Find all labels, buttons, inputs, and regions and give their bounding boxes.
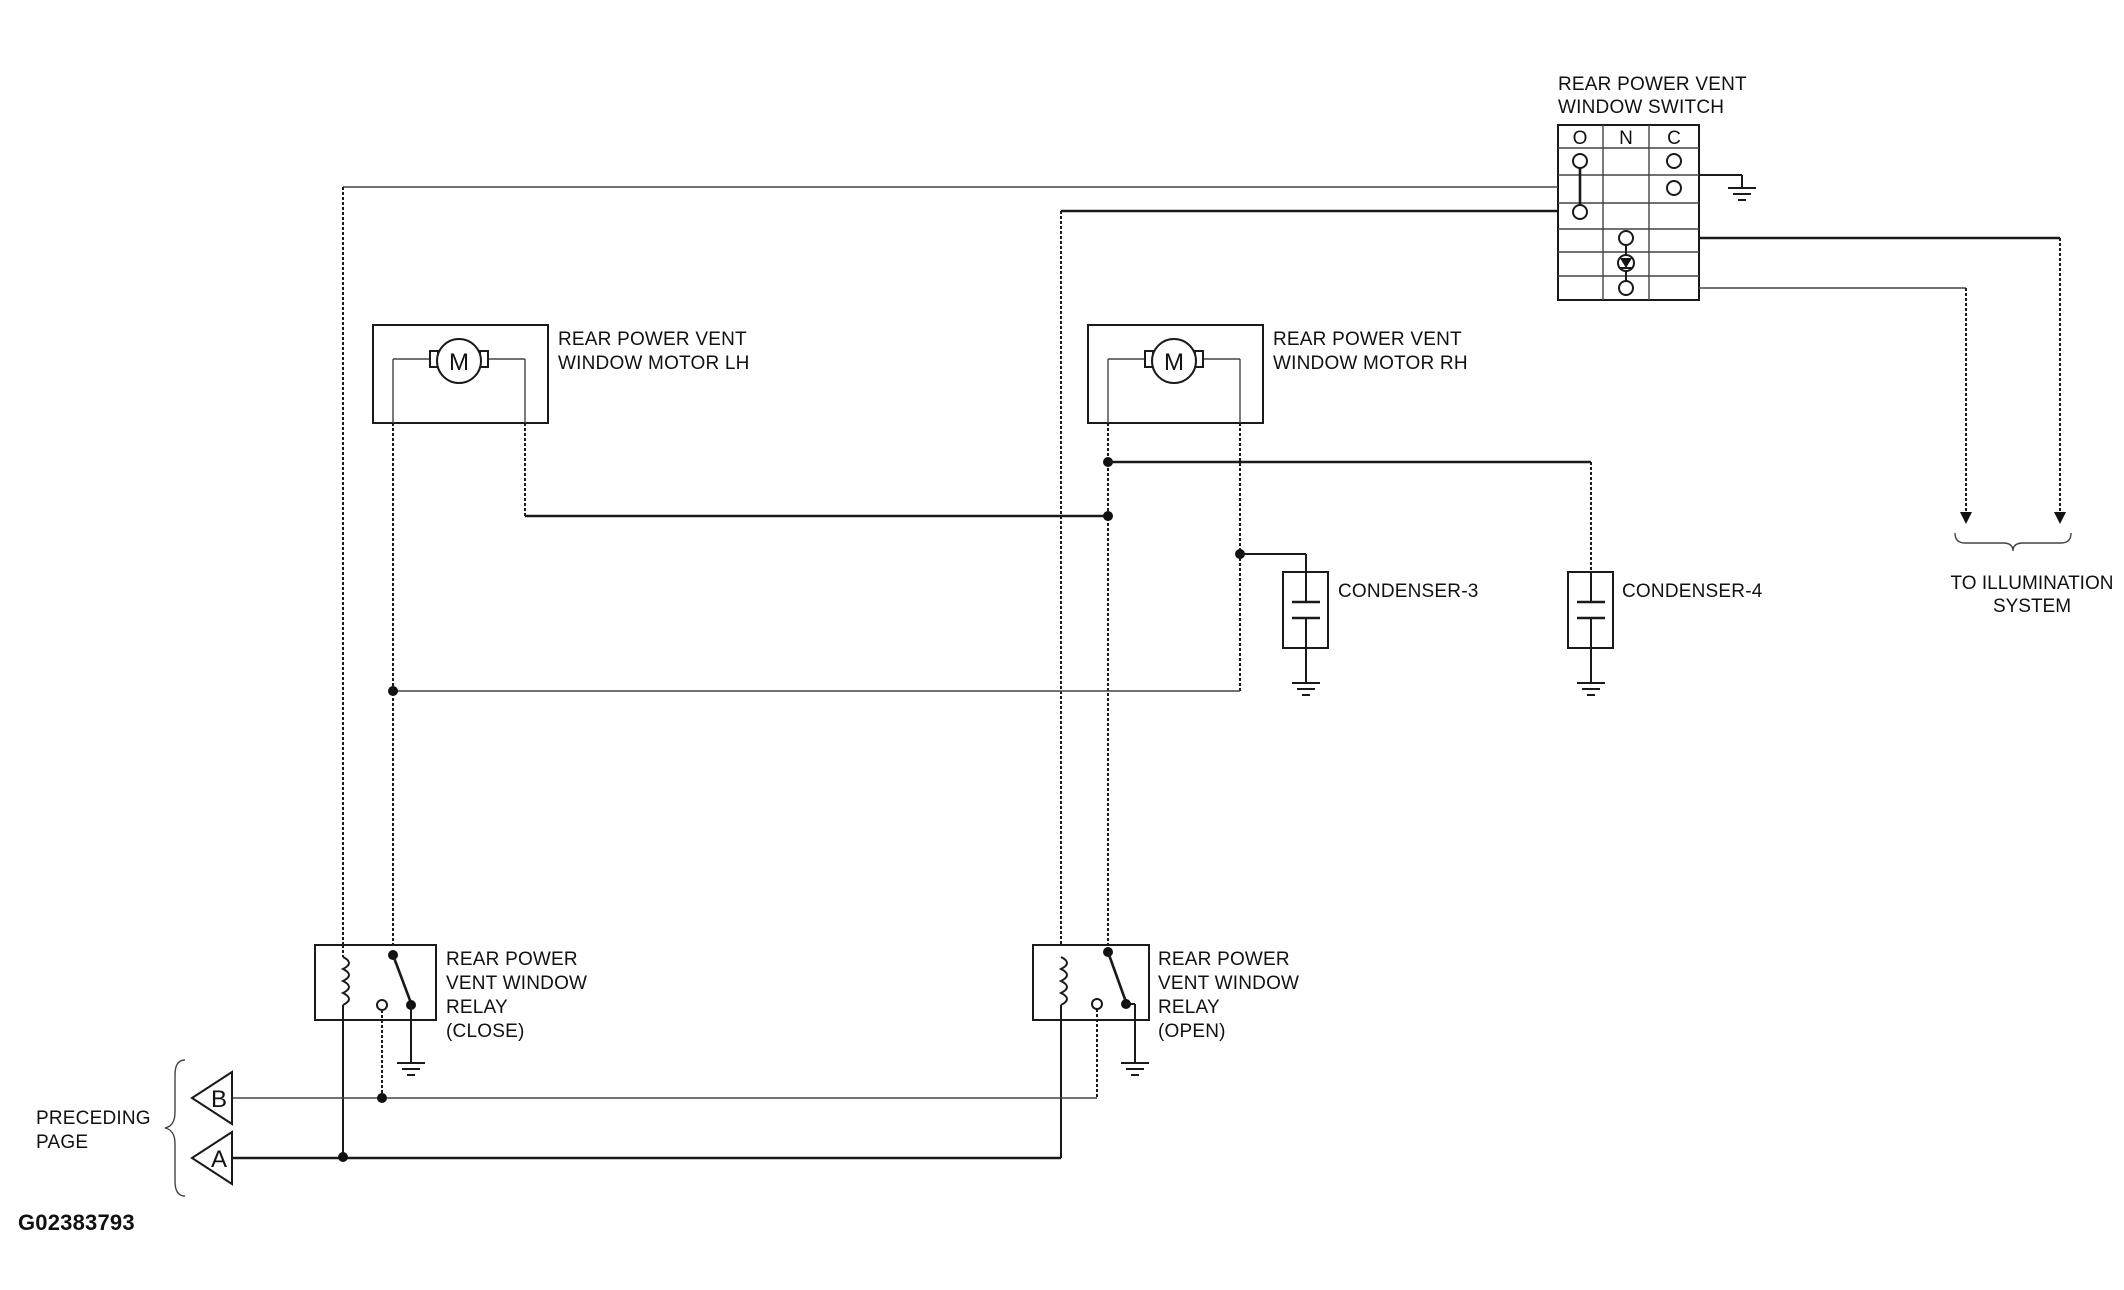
- connector-a-icon: [190, 1130, 233, 1186]
- illumination-label-line1: TO ILLUMINATION: [1951, 573, 2114, 594]
- condenser-4-label: CONDENSER-4: [1622, 581, 1763, 602]
- motor-rh-label-line1: REAR POWER VENT: [1273, 329, 1462, 350]
- motor-rh-symbol: M: [1164, 349, 1184, 376]
- relay-open-label-line4: (OPEN): [1158, 1021, 1226, 1042]
- relay-close-label-line4: (CLOSE): [446, 1021, 524, 1042]
- motor-lh-symbol: M: [449, 349, 469, 376]
- switch-contact-o2: [1572, 204, 1588, 220]
- relay-open-label-line2: VENT WINDOW: [1158, 973, 1299, 994]
- motor-rh-icon: [1151, 338, 1197, 384]
- relay-close: REAR POWER VENT WINDOW RELAY (CLOSE): [314, 944, 587, 1155]
- relay-open-label-line3: RELAY: [1158, 997, 1220, 1018]
- motor-lh: M REAR POWER VENT WINDOW MOTOR LH: [372, 324, 750, 424]
- switch-col-neutral: N: [1619, 128, 1633, 149]
- switch-contact-o1: [1572, 153, 1588, 169]
- illumination-label-line2: SYSTEM: [1993, 596, 2071, 617]
- condenser-4: CONDENSER-4: [1567, 571, 1763, 696]
- coil-icon: [340, 956, 350, 1006]
- switch-col-open: O: [1573, 128, 1588, 149]
- relay-open-switch-arm: [1106, 951, 1128, 1003]
- switch-contact-c2: [1666, 180, 1682, 196]
- switch-lamp-bottom: [1618, 280, 1634, 296]
- brace-icon: [1954, 532, 2072, 552]
- condenser-3: CONDENSER-3: [1282, 571, 1479, 696]
- ground-icon: [397, 1062, 425, 1076]
- motor-lh-label-line1: REAR POWER VENT: [558, 329, 747, 350]
- preceding-page-connectors: B A PRECEDING PAGE: [36, 1059, 1097, 1197]
- switch-contact-c1: [1666, 153, 1682, 169]
- ground-icon: [1292, 682, 1320, 696]
- relay-close-label-line1: REAR POWER: [446, 949, 578, 970]
- connector-a-label: A: [211, 1146, 227, 1173]
- switch-col-close: C: [1667, 128, 1681, 149]
- connector-b-icon: [190, 1070, 233, 1126]
- preceding-page-label-line2: PAGE: [36, 1132, 88, 1153]
- condenser-3-label: CONDENSER-3: [1338, 581, 1479, 602]
- vent-window-switch: REAR POWER VENT WINDOW SWITCH O N C: [1557, 74, 2114, 617]
- relay-open-label-line1: REAR POWER: [1158, 949, 1290, 970]
- brace-icon: [164, 1059, 186, 1197]
- switch-title-line2: WINDOW SWITCH: [1558, 97, 1724, 118]
- switch-lamp-top: [1618, 230, 1634, 246]
- relay-close-body: [314, 944, 437, 1021]
- motor-lh-label-line2: WINDOW MOTOR LH: [558, 353, 750, 374]
- relay-close-label-line2: VENT WINDOW: [446, 973, 587, 994]
- ground-icon: [1121, 1062, 1149, 1076]
- ground-icon: [1577, 682, 1605, 696]
- preceding-page-label-line1: PRECEDING: [36, 1108, 151, 1129]
- motor-lh-icon: [436, 338, 482, 384]
- relay-close-switch-arm: [391, 954, 413, 1004]
- connector-b-label: B: [211, 1086, 227, 1113]
- ground-icon: [1728, 187, 1756, 201]
- figure-id: G02383793: [18, 1210, 135, 1235]
- relay-open: REAR POWER VENT WINDOW RELAY (OPEN): [1032, 944, 1299, 1158]
- relay-close-label-line3: RELAY: [446, 997, 508, 1018]
- motor-rh-label-line2: WINDOW MOTOR RH: [1273, 353, 1468, 374]
- relay-open-body: [1032, 944, 1150, 1021]
- coil-icon: [1058, 956, 1068, 1006]
- switch-title-line1: REAR POWER VENT: [1558, 74, 1747, 95]
- motor-rh: M REAR POWER VENT WINDOW MOTOR RH: [1087, 324, 1468, 424]
